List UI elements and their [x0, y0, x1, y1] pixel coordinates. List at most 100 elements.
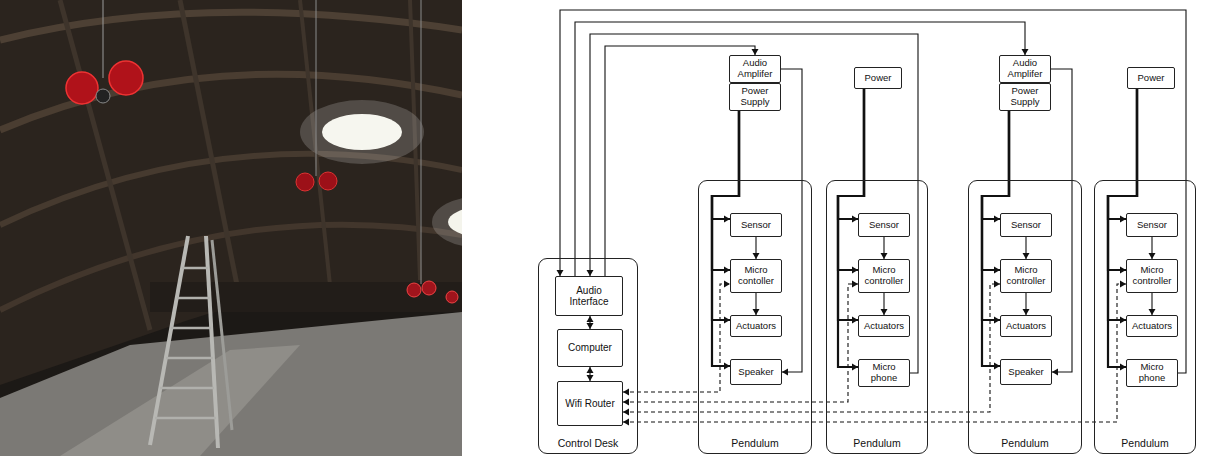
- component-box: Actuators: [1126, 315, 1178, 337]
- box-label: Micro contoller: [733, 265, 779, 286]
- pendulum-disc: [422, 281, 436, 295]
- connector: [623, 281, 858, 406]
- group-box: PendulumSensorMicro controllerActuatorsS…: [968, 180, 1082, 454]
- arrow-head: [623, 419, 629, 426]
- box-label: Actuators: [1132, 321, 1172, 332]
- connector: [587, 34, 919, 373]
- component-box: Micro controller: [1126, 259, 1178, 293]
- connector-line: [590, 34, 918, 373]
- lamp-glow: [300, 100, 424, 164]
- pendulum-disc: [407, 283, 421, 297]
- connector: [781, 69, 802, 376]
- roof-rafter: [0, 154, 462, 225]
- box-label: Micro phone: [861, 362, 907, 383]
- box-label: Speaker: [1008, 367, 1043, 378]
- component-box: Micro controller: [1000, 259, 1052, 293]
- photo-ground: [0, 0, 462, 456]
- connector: [1023, 293, 1030, 315]
- connector-line: [623, 284, 730, 392]
- ladder-rung: [166, 357, 213, 360]
- arrow-head: [782, 369, 788, 376]
- component-box: Speaker: [730, 359, 782, 385]
- arrow-head: [623, 389, 629, 396]
- connector: [712, 111, 739, 274]
- box-label: Power: [1138, 73, 1165, 84]
- connector-line: [1108, 89, 1137, 219]
- group-box: Pendulum SensorMicro controllerActuatorsM…: [1094, 180, 1196, 454]
- group-label: Pendulum: [827, 438, 927, 450]
- ladder-rung: [160, 387, 214, 390]
- group-label: Pendulum: [1095, 438, 1195, 450]
- pendulum-disc: [446, 291, 458, 303]
- box-label: Micro phone: [1129, 362, 1175, 383]
- ladder-rung: [182, 267, 208, 270]
- pendulum-disc: [296, 173, 314, 191]
- component-box: Actuators: [1000, 315, 1052, 337]
- pendulum-disc: [109, 61, 143, 95]
- floor-band: [60, 345, 300, 456]
- connector-line: [623, 284, 858, 402]
- arrow-head: [623, 409, 629, 416]
- connector: [1051, 69, 1072, 376]
- connector-line: [1051, 69, 1072, 372]
- connector-line: [560, 10, 1186, 373]
- connector: [557, 10, 1187, 373]
- ladder-rung: [171, 327, 211, 330]
- group-label: Pendulum: [699, 438, 811, 450]
- connector: [753, 237, 760, 259]
- box-label: Power Supply: [1002, 86, 1048, 107]
- connector: [1023, 237, 1030, 259]
- component-box: Power: [1127, 67, 1175, 89]
- group-box: Pendulum SensorMicro controllerActuatorsM…: [826, 180, 928, 454]
- ceiling-lamp: [448, 207, 462, 237]
- group-box: Pendulum SensorMicro contollerActuatorsSp…: [698, 180, 812, 454]
- component-box: Actuators: [730, 315, 782, 337]
- connector: [881, 237, 888, 259]
- component-box: Micro phone: [1126, 359, 1178, 387]
- box-label: Sensor: [869, 220, 899, 231]
- box-label: Audio Amplifer: [1002, 58, 1048, 79]
- box-label: Power: [865, 73, 892, 84]
- ceiling-lamp: [322, 114, 402, 150]
- component-box: Power Supply: [729, 83, 781, 111]
- arrow-head: [623, 399, 629, 406]
- box-label: Sensor: [741, 220, 771, 231]
- group-label: Control Desk: [539, 438, 637, 450]
- connector: [1149, 293, 1156, 315]
- connector: [1108, 89, 1137, 274]
- box-label: Actuators: [736, 321, 776, 332]
- ladder-rung: [177, 297, 210, 300]
- component-box: Micro contoller: [730, 259, 782, 293]
- group-label-holder: Pendulum: [827, 438, 927, 450]
- pendulum-body: [96, 89, 110, 103]
- connector: [838, 89, 864, 223]
- connector: [587, 367, 594, 381]
- component-box: Audio Amplifer: [729, 55, 781, 83]
- box-label: Micro controller: [1003, 265, 1049, 286]
- component-box: Micro controller: [858, 259, 910, 293]
- group-label-holder: Pendulum: [699, 438, 811, 450]
- box-label: Computer: [568, 342, 612, 353]
- attic-floor: [0, 312, 462, 456]
- component-box: Speaker: [1000, 359, 1052, 385]
- connector: [587, 316, 594, 329]
- pendulum-string: [421, 0, 422, 284]
- connector: [982, 111, 1009, 223]
- connector: [1149, 237, 1156, 259]
- component-box: Power: [854, 67, 902, 89]
- attic-photo: [0, 0, 462, 456]
- group-label-holder: Control Desk: [539, 438, 637, 450]
- connector: [881, 293, 888, 315]
- component-box: Sensor: [858, 213, 910, 237]
- connector: [712, 111, 739, 223]
- component-box: Sensor: [1126, 213, 1178, 237]
- component-box: Sensor: [730, 213, 782, 237]
- component-box: Micro phone: [858, 359, 910, 387]
- component-box: Audio Amplifer: [999, 55, 1051, 83]
- pendulum-disc: [319, 172, 337, 190]
- lamp-glow: [432, 196, 462, 248]
- component-box: Actuators: [858, 315, 910, 337]
- connector-line: [712, 111, 739, 270]
- pendulum-string: [103, 0, 104, 78]
